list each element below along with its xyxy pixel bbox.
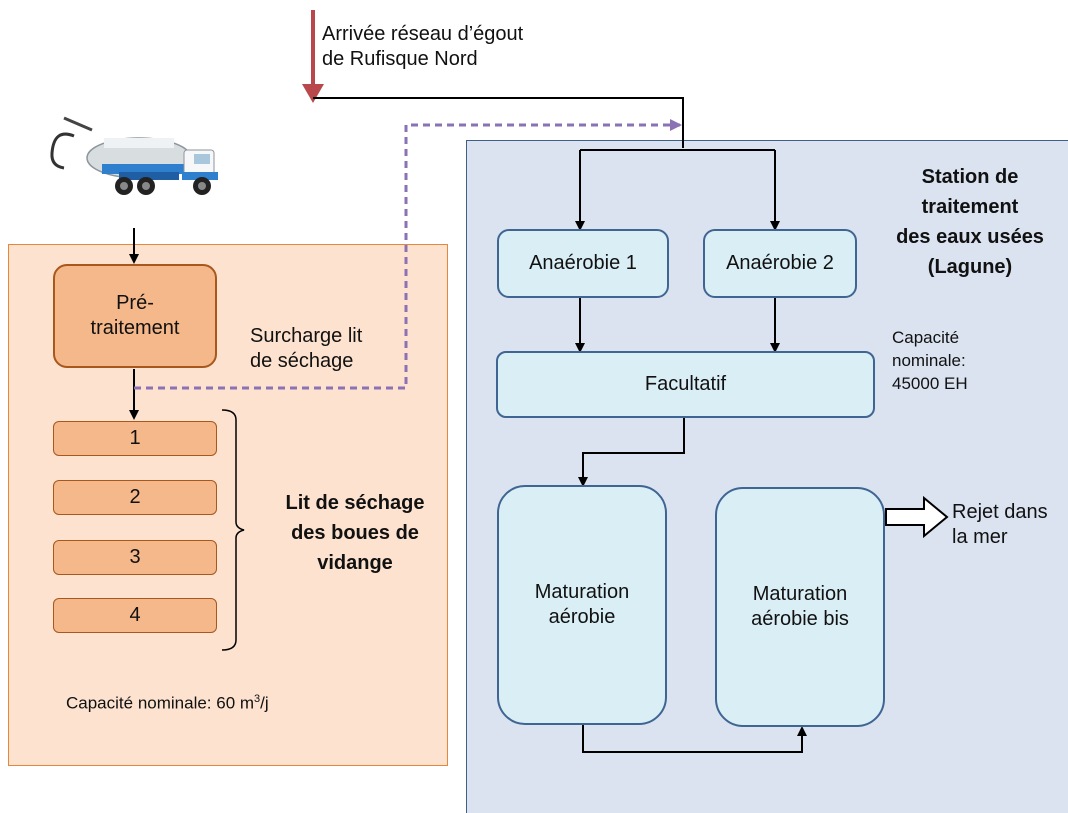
station-title: Station de traitement des eaux usées (La…	[896, 166, 1044, 278]
drying-beds-title: Lit de séchage des boues de vidange	[285, 492, 425, 574]
anaerobic-2-box: Anaérobie 2	[703, 229, 857, 298]
inflow-arrow	[302, 10, 324, 103]
discharge-label: Rejet dans la mer	[952, 501, 1048, 548]
drying-bed-3: 3	[53, 540, 217, 575]
sludge-capacity-label: Capacité nominale: 60 m3/j	[66, 693, 269, 713]
inflow-label: Arrivée réseau d’égout de Rufisque Nord	[322, 23, 524, 70]
vacuum-truck-icon	[50, 116, 218, 195]
maturation-to-maturation-bis	[582, 725, 807, 753]
facultative-box: Facultatif	[496, 351, 875, 418]
facultative-to-maturation	[578, 418, 685, 487]
drying-bed-1: 1	[53, 421, 217, 456]
beds-bracket	[221, 409, 245, 651]
pretreatment-box: Pré- traitement	[53, 264, 217, 368]
maturation-box: Maturation aérobie	[497, 485, 667, 725]
maturation-bis-box: Maturation aérobie bis	[715, 487, 885, 727]
discharge-arrow	[885, 495, 949, 539]
anaerobic-1-box: Anaérobie 1	[497, 229, 669, 298]
overflow-line	[134, 119, 682, 390]
inflow-line	[313, 97, 684, 148]
station-capacity-label: Capacité nominale: 45000 EH	[892, 328, 968, 393]
overflow-label: Surcharge lit de séchage	[250, 325, 363, 372]
drying-bed-4: 4	[53, 598, 217, 633]
drying-bed-2: 2	[53, 480, 217, 515]
